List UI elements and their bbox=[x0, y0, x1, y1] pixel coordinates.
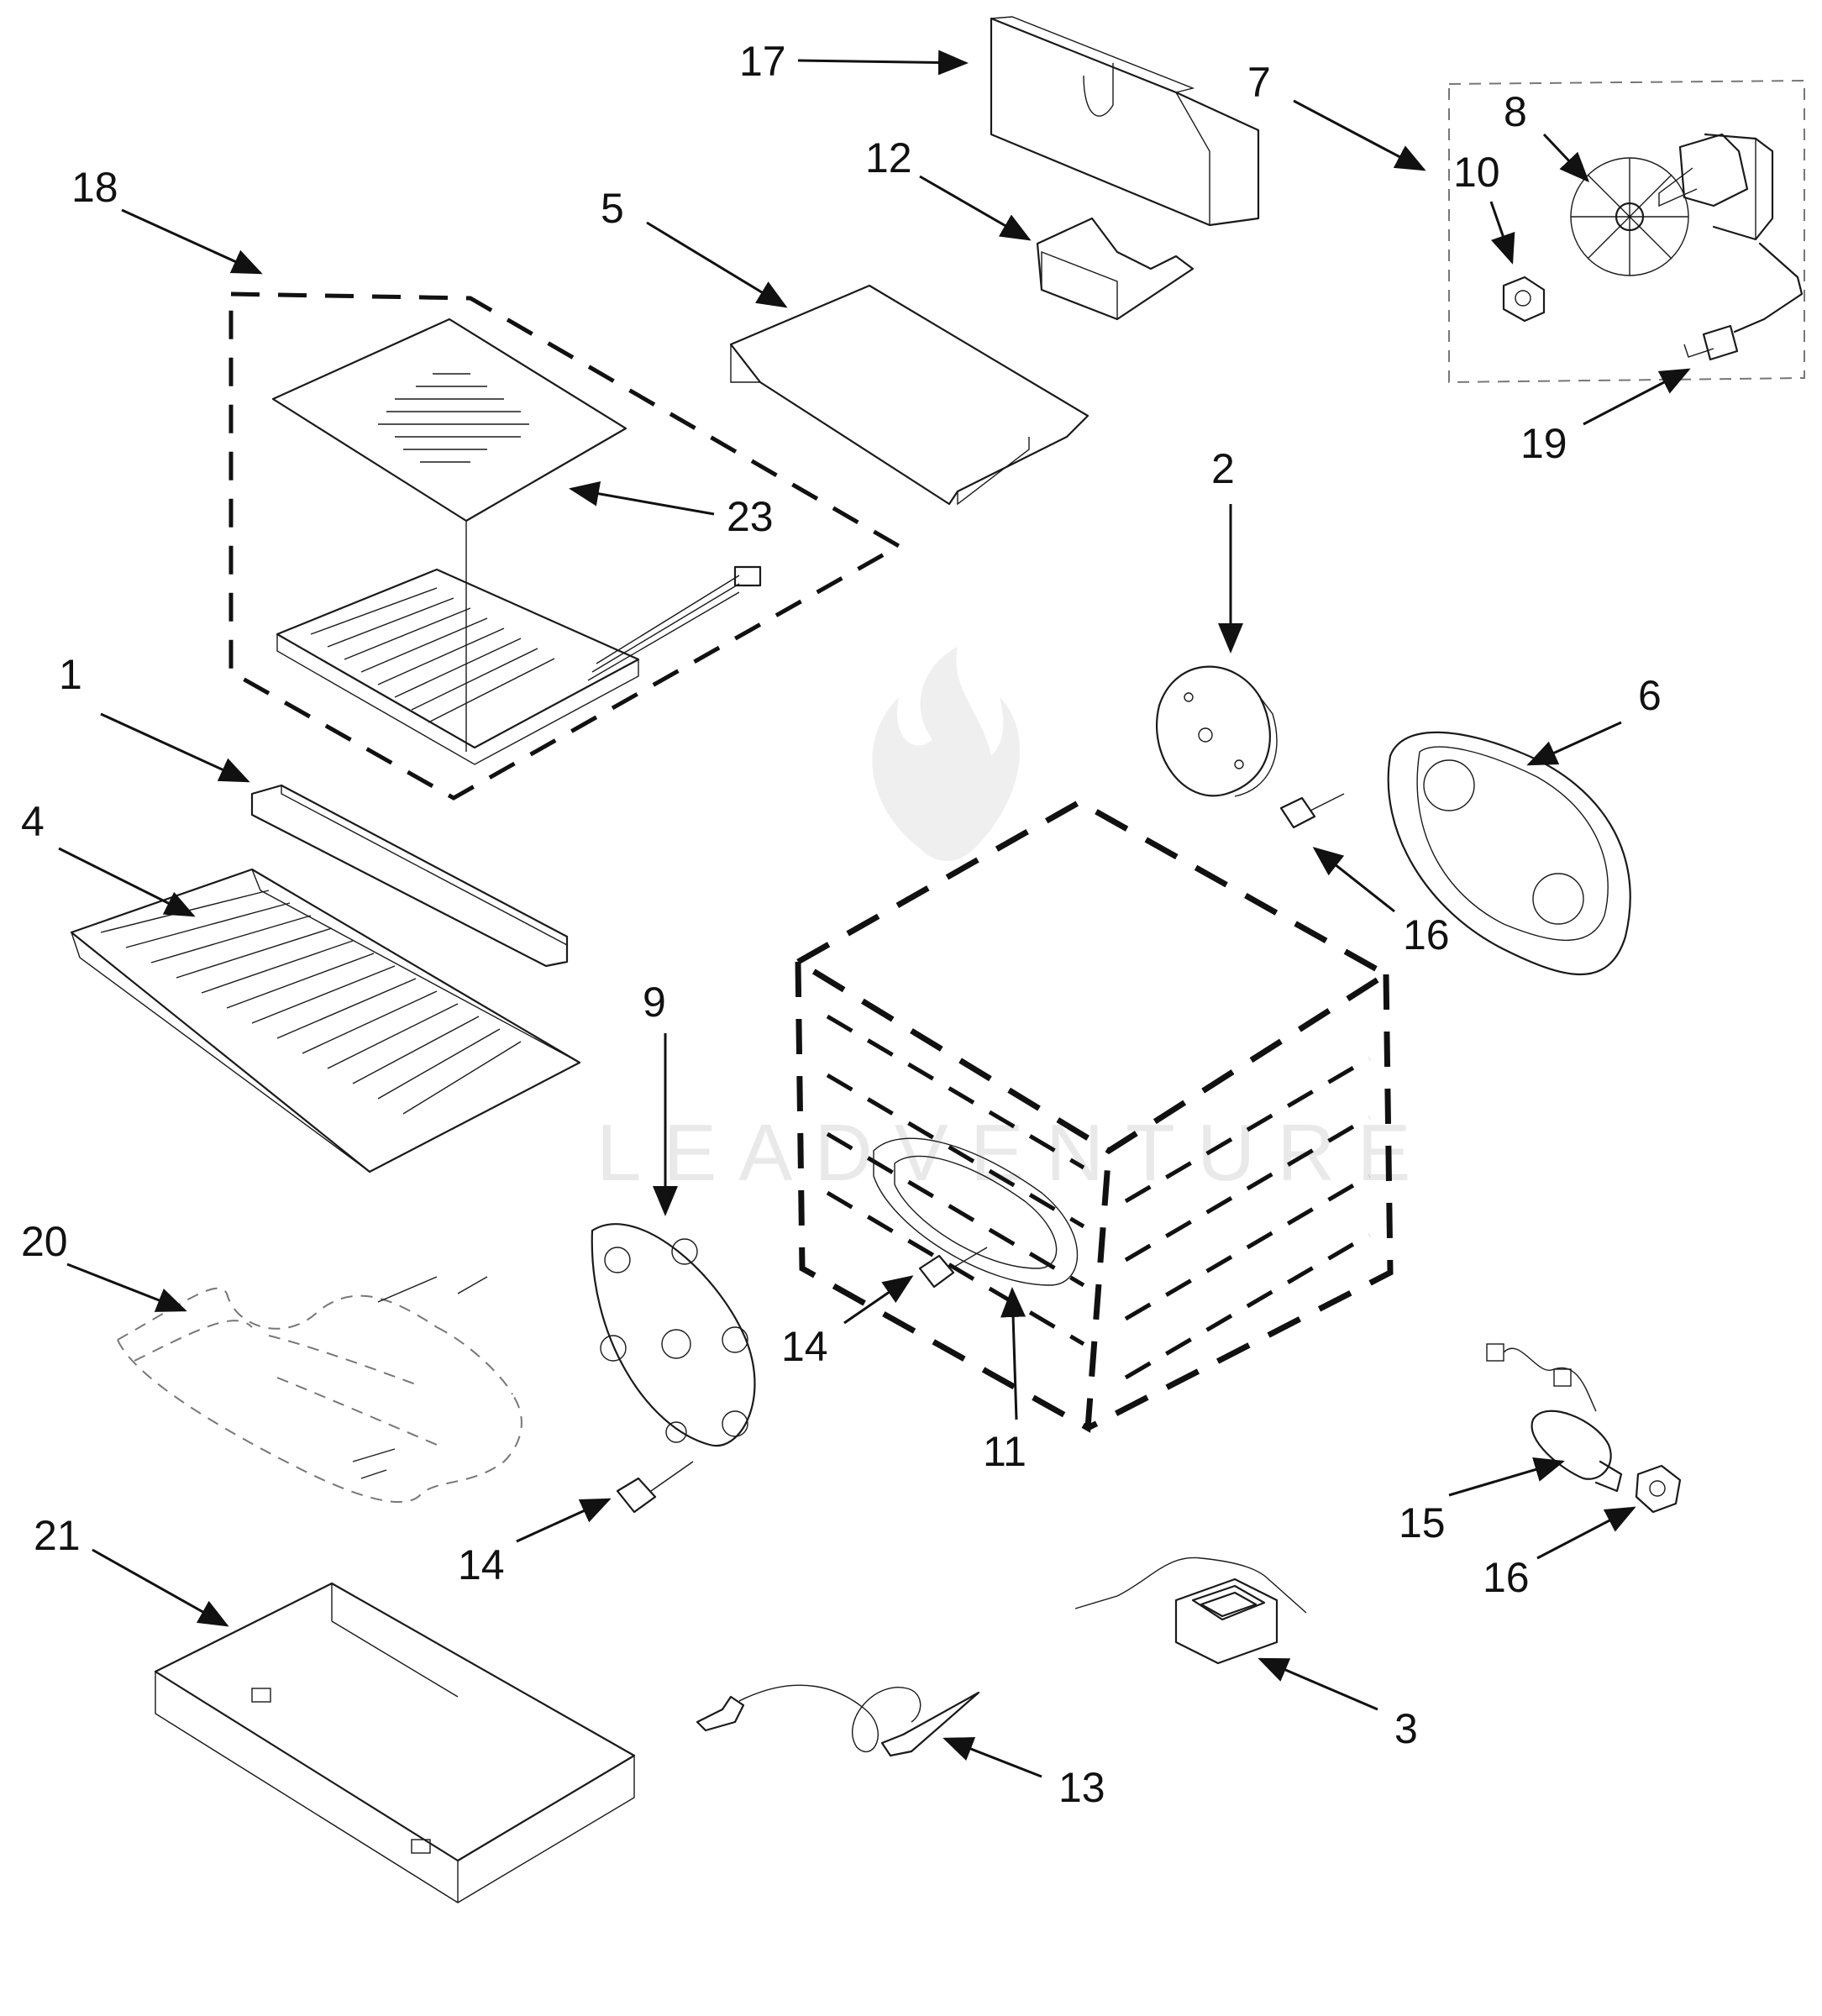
part-19-boundary bbox=[228, 291, 904, 801]
arrow-22 bbox=[92, 1548, 229, 1627]
arrow-5 bbox=[646, 221, 788, 308]
callout-4: 4 bbox=[21, 798, 45, 845]
callout-arrows bbox=[58, 50, 1691, 1778]
part-6-oval-cover bbox=[1387, 731, 1631, 975]
watermark-flame-icon bbox=[872, 647, 1020, 861]
watermark: LEADVENTURE bbox=[596, 647, 1433, 1198]
arrow-11 bbox=[1000, 1287, 1027, 1420]
arrow-16 bbox=[1536, 1506, 1636, 1560]
callout-11: 11 bbox=[983, 1428, 1027, 1475]
part-5-cover-panel bbox=[729, 284, 1090, 506]
arrow-19 bbox=[121, 208, 263, 275]
part-13-probe bbox=[696, 1684, 980, 1757]
callout-1: 1 bbox=[59, 651, 82, 698]
callout-16: 16 bbox=[1483, 1554, 1530, 1601]
arrow-3 bbox=[1258, 1657, 1378, 1711]
callout-10: 10 bbox=[1453, 149, 1500, 196]
arrow-8 bbox=[1542, 133, 1590, 183]
oven-cavity bbox=[792, 798, 1394, 1433]
arrow-23 bbox=[569, 480, 715, 516]
callout-14-upper: 14 bbox=[781, 1323, 828, 1370]
part-4-rack bbox=[70, 868, 581, 1173]
part-14-screw-lower bbox=[616, 1461, 694, 1514]
motor bbox=[1658, 133, 1804, 333]
part-15-sensor bbox=[1486, 1343, 1623, 1493]
arrow-7 bbox=[1293, 99, 1426, 171]
callout-21: 20 bbox=[21, 1218, 68, 1265]
callout-6: 6 bbox=[1638, 672, 1662, 719]
heating-element-tray bbox=[276, 565, 762, 765]
arrow-6 bbox=[1526, 721, 1622, 766]
part-20-screw bbox=[1683, 324, 1739, 361]
callout-2: 2 bbox=[1211, 445, 1235, 492]
part-3-thermostat bbox=[1074, 1557, 1307, 1665]
callout-labels: 17 7 8 10 12 5 18 19 23 2 6 1 4 16 9 20 … bbox=[21, 38, 1662, 1811]
watermark-text: LEADVENTURE bbox=[596, 1108, 1433, 1198]
callout-20: 19 bbox=[1520, 420, 1567, 467]
arrow-4 bbox=[58, 847, 196, 917]
arrow-1 bbox=[100, 712, 250, 783]
part-17-screw bbox=[1279, 793, 1345, 829]
callout-14-lower: 14 bbox=[458, 1541, 505, 1588]
part-10-nut bbox=[1502, 276, 1546, 323]
part-21-heating-element bbox=[117, 1276, 522, 1503]
part-22-bottom-pan bbox=[154, 1582, 636, 1903]
part-14-screw-upper bbox=[918, 1247, 988, 1289]
part-9-round-plate bbox=[591, 1223, 756, 1447]
callout-17: 16 bbox=[1403, 911, 1450, 958]
part-1-rail bbox=[250, 784, 569, 968]
arrow-21 bbox=[66, 1263, 187, 1312]
part-23-glass bbox=[271, 318, 627, 522]
callout-23: 23 bbox=[727, 493, 774, 540]
arrow-17 bbox=[1312, 847, 1395, 913]
part-8-fan-blade bbox=[1570, 157, 1689, 276]
part-16-nut bbox=[1635, 1464, 1682, 1514]
callout-22: 21 bbox=[34, 1512, 81, 1559]
arrow-10 bbox=[1489, 201, 1515, 265]
arrow-12 bbox=[919, 175, 1032, 241]
part-18-bracket bbox=[990, 16, 1260, 227]
callout-18: 17 bbox=[739, 38, 786, 85]
arrow-13 bbox=[943, 1737, 1042, 1778]
callout-15: 15 bbox=[1399, 1499, 1446, 1546]
callout-19: 18 bbox=[71, 164, 118, 211]
callout-3: 3 bbox=[1394, 1705, 1418, 1752]
part-12-tray bbox=[1036, 217, 1195, 321]
callout-13: 13 bbox=[1058, 1764, 1105, 1811]
arrow-14a bbox=[843, 1275, 914, 1325]
callout-9: 9 bbox=[643, 979, 666, 1026]
arrow-18 bbox=[797, 50, 969, 76]
callout-12: 12 bbox=[865, 134, 912, 181]
part-2-disc bbox=[1155, 665, 1278, 797]
arrow-20 bbox=[1583, 368, 1691, 426]
callout-5: 5 bbox=[601, 185, 624, 232]
arrow-14b bbox=[516, 1498, 612, 1543]
arrow-15 bbox=[1448, 1457, 1565, 1497]
callout-7: 7 bbox=[1247, 59, 1271, 106]
part-7-motor-assembly bbox=[1448, 79, 1805, 384]
callout-8: 8 bbox=[1504, 88, 1527, 135]
